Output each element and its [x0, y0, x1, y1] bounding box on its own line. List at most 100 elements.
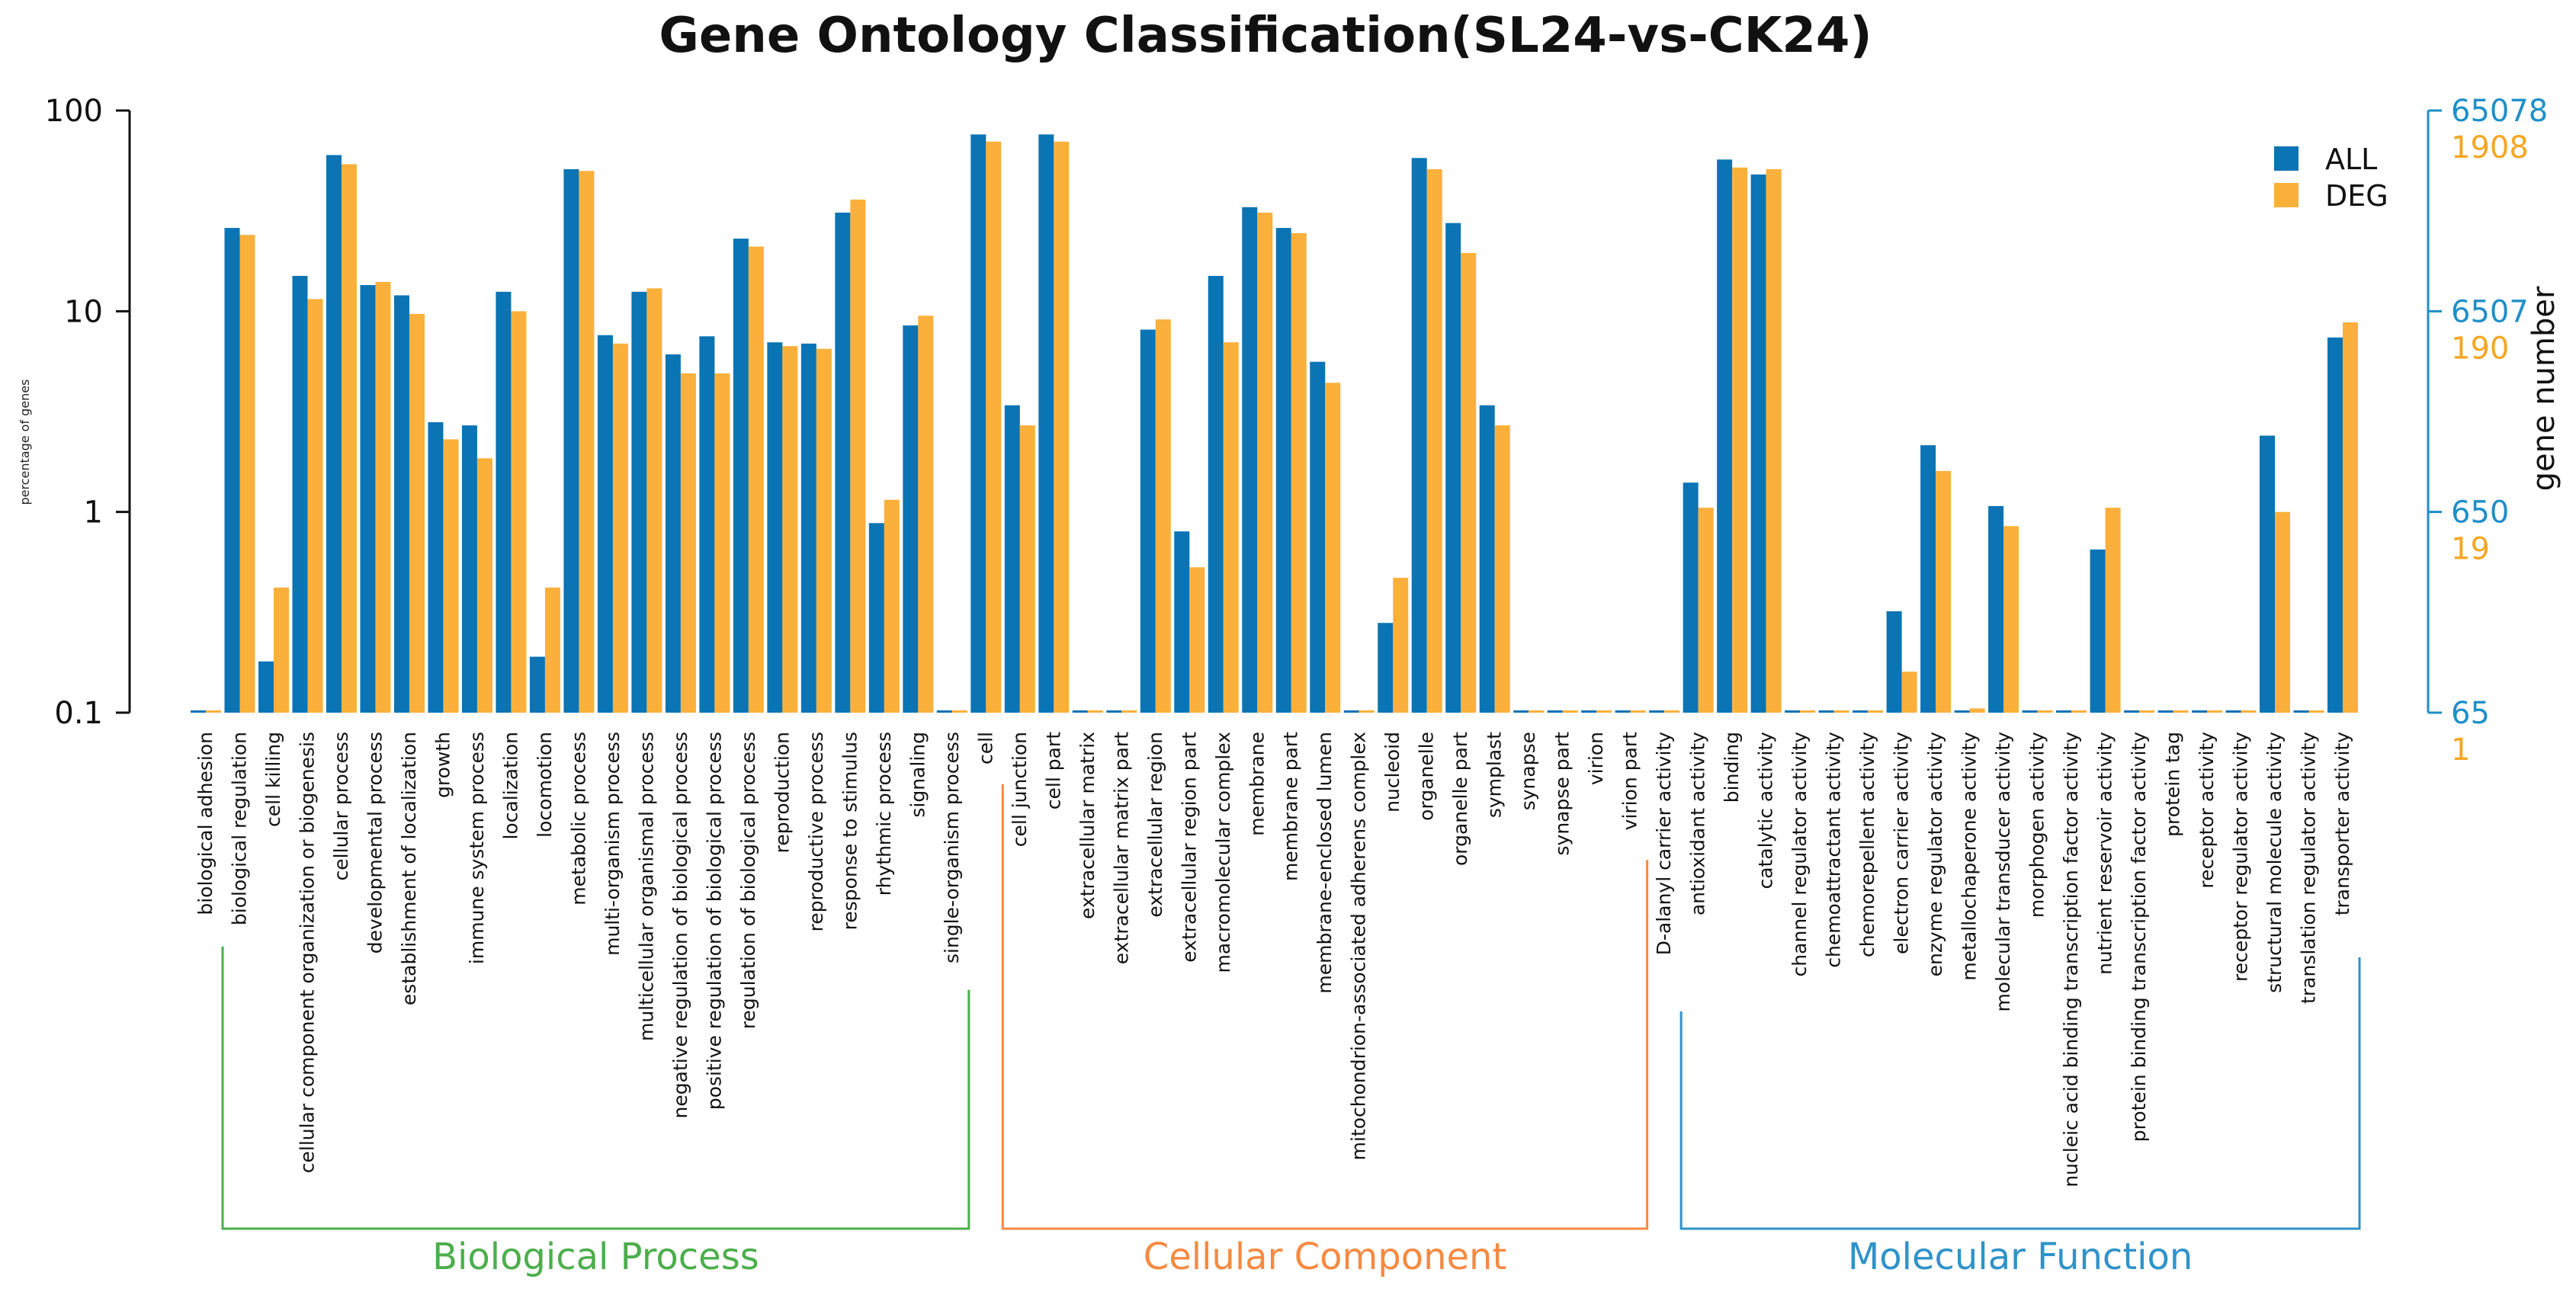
bar-deg: [1155, 319, 1171, 713]
bar-deg: [1223, 342, 1239, 713]
bar-all: [1072, 710, 1088, 713]
bar-deg: [1461, 252, 1477, 713]
bar-all: [2260, 435, 2276, 713]
bar-all: [699, 336, 715, 713]
x-tick-label: channel regulator activity: [1788, 732, 1811, 977]
bar-all: [1853, 710, 1869, 713]
bar-deg: [1291, 232, 1307, 713]
legend-swatch-deg: [2274, 183, 2299, 207]
x-tick-label: antioxidant activity: [1687, 732, 1709, 915]
chart-title: Gene Ontology Classification(SL24-vs-CK2…: [659, 8, 1872, 64]
bar-deg: [239, 235, 255, 713]
bar-all: [1275, 228, 1291, 713]
bar-deg: [409, 313, 425, 713]
bar-deg: [2105, 508, 2121, 713]
bar-deg: [1494, 425, 1510, 713]
bar-all: [631, 291, 647, 713]
x-tick-label: receptor activity: [2196, 732, 2218, 889]
bar-deg: [714, 373, 730, 713]
x-tick-label: localization: [499, 732, 521, 840]
bar-deg: [307, 299, 323, 713]
bar-deg: [511, 311, 527, 713]
x-tick-label: cell part: [1042, 732, 1064, 809]
bar-all: [496, 291, 512, 713]
bar-deg: [1054, 141, 1070, 713]
bar-all: [1954, 710, 1970, 713]
x-tick-label: synapse: [1517, 732, 1539, 810]
x-tick-label: cellular component organization or bioge…: [296, 732, 318, 1173]
x-tick-label: symplast: [1484, 732, 1506, 818]
bar-deg: [782, 346, 798, 713]
bar-all: [1411, 158, 1427, 713]
bar-all: [1378, 623, 1394, 713]
x-tick-label: biological regulation: [228, 732, 250, 925]
bar-deg: [646, 288, 662, 713]
bar-deg: [2207, 710, 2223, 713]
right-tick-label-all: 650: [2451, 495, 2509, 531]
x-tick-label: negative regulation of biological proces…: [669, 732, 691, 1118]
bar-deg: [1359, 710, 1375, 713]
bar-all: [1750, 174, 1766, 713]
bar-deg: [918, 316, 934, 713]
legend-label-deg: DEG: [2325, 179, 2388, 213]
bar-deg: [1562, 710, 1578, 713]
x-tick-label: cell junction: [1009, 732, 1031, 847]
bar-deg: [1121, 710, 1137, 713]
bar-deg: [2308, 710, 2324, 713]
x-tick-label: virion part: [1619, 732, 1641, 831]
x-tick-label: multi-organism process: [601, 732, 624, 956]
bar-all: [1343, 710, 1359, 713]
bar-all: [2192, 710, 2208, 713]
bar-deg: [2003, 526, 2019, 713]
bar-deg: [2037, 710, 2053, 713]
bar-deg: [273, 587, 289, 713]
x-tick-label: protein binding transcription factor act…: [2128, 732, 2150, 1142]
bar-all: [2090, 549, 2106, 713]
bar-deg: [1833, 710, 1849, 713]
bar-all: [800, 343, 816, 713]
bar-all: [1310, 361, 1326, 713]
bar-all: [1615, 710, 1631, 713]
bar-deg: [1189, 567, 1205, 713]
bar-deg: [579, 171, 595, 713]
y-axis-label-right: gene number: [2526, 286, 2562, 491]
x-tick-label: rhythmic process: [873, 732, 895, 896]
bar-deg: [1019, 425, 1035, 713]
x-tick-label: chemoattractant activity: [1823, 732, 1845, 968]
group-bracket: [221, 946, 970, 1230]
bar-deg: [612, 343, 628, 713]
bar-all: [1886, 611, 1902, 713]
bar-all: [1649, 710, 1665, 713]
bar-deg: [2139, 710, 2155, 713]
bar-all: [936, 710, 952, 713]
x-tick-label: D-alanyl carrier activity: [1653, 732, 1675, 955]
group-bracket: [1001, 784, 1649, 1230]
bar-all: [2225, 710, 2241, 713]
x-tick-label: cell killing: [262, 732, 284, 827]
bar-deg: [1868, 710, 1884, 713]
y-tick-label: 0.1: [54, 696, 103, 731]
bar-all: [1208, 275, 1224, 713]
bar-deg: [375, 281, 391, 713]
bar-all: [461, 425, 477, 713]
bar-all: [2056, 710, 2072, 713]
bar-all: [1547, 710, 1563, 713]
bar-deg: [2071, 710, 2087, 713]
x-tick-label: electron carrier activity: [1891, 732, 1913, 954]
x-tick-label: chemorepellent activity: [1856, 732, 1878, 957]
right-tick-label-all: 6507: [2451, 294, 2529, 329]
x-tick-label: membrane-enclosed lumen: [1314, 732, 1336, 994]
bar-deg: [1969, 708, 1985, 713]
bar-deg: [1630, 710, 1646, 713]
bar-deg: [1800, 710, 1816, 713]
bar-deg: [1698, 508, 1714, 713]
x-tick-label: extracellular region: [1144, 732, 1166, 918]
bar-all: [1717, 159, 1733, 713]
x-tick-label: extracellular region part: [1178, 732, 1200, 963]
bar-deg: [443, 439, 459, 713]
x-tick-label: virion: [1585, 732, 1607, 785]
bar-all: [258, 661, 274, 713]
x-tick-label: organelle: [1416, 732, 1438, 821]
x-tick-label: growth: [431, 732, 454, 798]
